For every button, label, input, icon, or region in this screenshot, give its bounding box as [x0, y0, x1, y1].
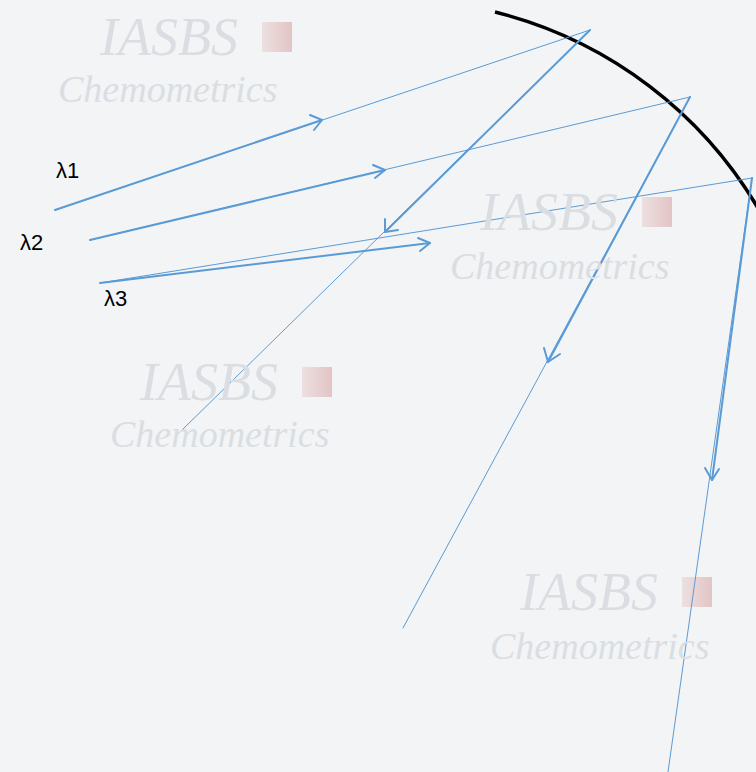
- light-rays: [55, 30, 752, 772]
- watermark: IASBS: [520, 565, 658, 619]
- arrowheads: [310, 115, 719, 480]
- watermark: IASBS: [140, 355, 278, 409]
- wavelength-label: λ1: [56, 160, 79, 182]
- watermark-logo: [262, 22, 712, 607]
- watermark: IASBS: [100, 10, 238, 64]
- watermark: Chemometrics: [490, 627, 710, 665]
- wavelength-label: λ3: [104, 288, 127, 310]
- watermark: Chemometrics: [450, 247, 670, 285]
- watermark: IASBS: [480, 185, 618, 239]
- watermark: Chemometrics: [110, 415, 330, 453]
- watermark: Chemometrics: [58, 70, 278, 108]
- wavelength-label: λ2: [20, 232, 43, 254]
